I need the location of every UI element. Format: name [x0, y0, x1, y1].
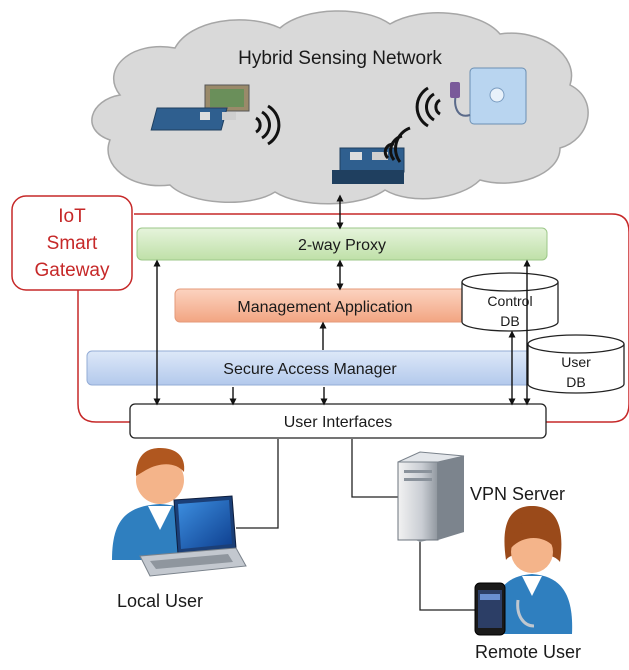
wireless-signal-icon [255, 104, 281, 146]
wireless-signal-icon [415, 86, 441, 128]
user-db-label-line-1: User [561, 354, 591, 370]
remote-user-label: Remote User [475, 642, 581, 662]
local-user-label: Local User [117, 591, 203, 611]
gateway-boundary [77, 213, 629, 423]
control-db-label-line-1: Control [487, 293, 532, 309]
access-layer-label: Secure Access Manager [223, 361, 397, 378]
proxy-layer-label: 2-way Proxy [298, 237, 386, 254]
sensor-board-icon [150, 84, 250, 131]
vpn-server-label: VPN Server [470, 484, 565, 504]
wall-sensor-device-icon [450, 67, 527, 125]
server-icon [397, 451, 465, 542]
remote-user-avatar-icon [491, 506, 573, 634]
management-layer-label: Management Application [237, 299, 412, 316]
cloud [91, 10, 589, 205]
user-db-label-line-2: DB [566, 374, 585, 390]
ui-layer-label: User Interfaces [284, 414, 392, 431]
control-db-cylinder [461, 272, 559, 332]
link-vpn-remote [419, 538, 478, 611]
link-ui-local-user [236, 439, 279, 529]
smartphone-icon [474, 582, 506, 636]
ui-layer-box [129, 403, 547, 439]
cloud-title: Hybrid Sensing Network [238, 48, 442, 69]
network-links [236, 439, 478, 611]
sensor-board-icon [332, 147, 405, 184]
wireless-signal-icon [383, 126, 411, 163]
gateway-label-box [11, 195, 133, 291]
gateway-label-line-1: IoT [58, 206, 86, 227]
link-ui-vpn [351, 439, 398, 498]
gateway-label-line-2: Smart [47, 233, 98, 254]
user-db-cylinder [527, 334, 625, 394]
control-db-label-line-2: DB [500, 313, 519, 329]
connector-arrows [153, 194, 531, 406]
gateway-label-line-3: Gateway [35, 260, 110, 281]
laptop-icon [139, 495, 247, 577]
